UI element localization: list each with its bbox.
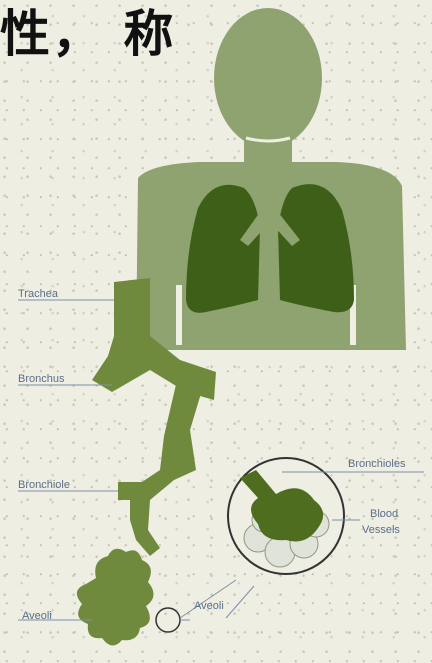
lower-branch bbox=[130, 498, 160, 556]
label-bronchioles: Bronchioles bbox=[348, 458, 405, 470]
label-blood-vessels-line1: Blood bbox=[370, 508, 398, 520]
label-blood-vessels-line2: Vessels bbox=[362, 524, 400, 536]
head bbox=[214, 8, 322, 148]
left-arm-gap bbox=[176, 285, 182, 345]
magnified-alveoli bbox=[156, 458, 344, 632]
aveoli-cluster-left bbox=[77, 549, 154, 646]
bronchiole-segment bbox=[118, 376, 202, 500]
label-aveoli-left: Aveoli bbox=[22, 610, 52, 622]
label-bronchus: Bronchus bbox=[18, 373, 64, 385]
small-target-circle bbox=[156, 608, 180, 632]
label-trachea: Trachea bbox=[18, 288, 58, 300]
label-aveoli-right: Aveoli bbox=[194, 600, 224, 612]
label-bronchiole: Bronchiole bbox=[18, 479, 70, 491]
